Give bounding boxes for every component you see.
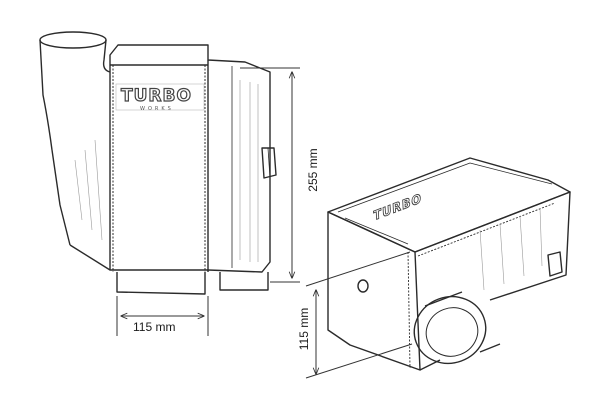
iso-view [327,157,571,371]
front-logo-plate [115,83,205,111]
front-logo-subtext: WORKS [140,106,174,112]
dimension-width [116,296,209,336]
label-width: 115 mm [133,320,176,334]
dimension-outlet [305,251,413,379]
iso-top-face [327,157,571,253]
front-view [39,31,277,295]
outlet-pipe [413,291,501,365]
label-outlet-height: 115 mm [297,307,311,351]
label-height: 255 mm [306,148,320,192]
iso-side-boss [547,251,563,277]
iso-port [357,279,369,293]
bottom-foot-left [116,272,206,295]
bottom-foot-right [219,272,269,291]
inlet-pipe [39,31,111,246]
dimension-height [240,67,300,283]
front-body-outline [109,44,271,273]
iso-front-face [327,211,421,371]
side-boss [261,147,277,179]
iso-right-face [414,191,571,301]
front-body-left-side [69,244,111,271]
front-logo-text: TURBO [120,85,192,106]
